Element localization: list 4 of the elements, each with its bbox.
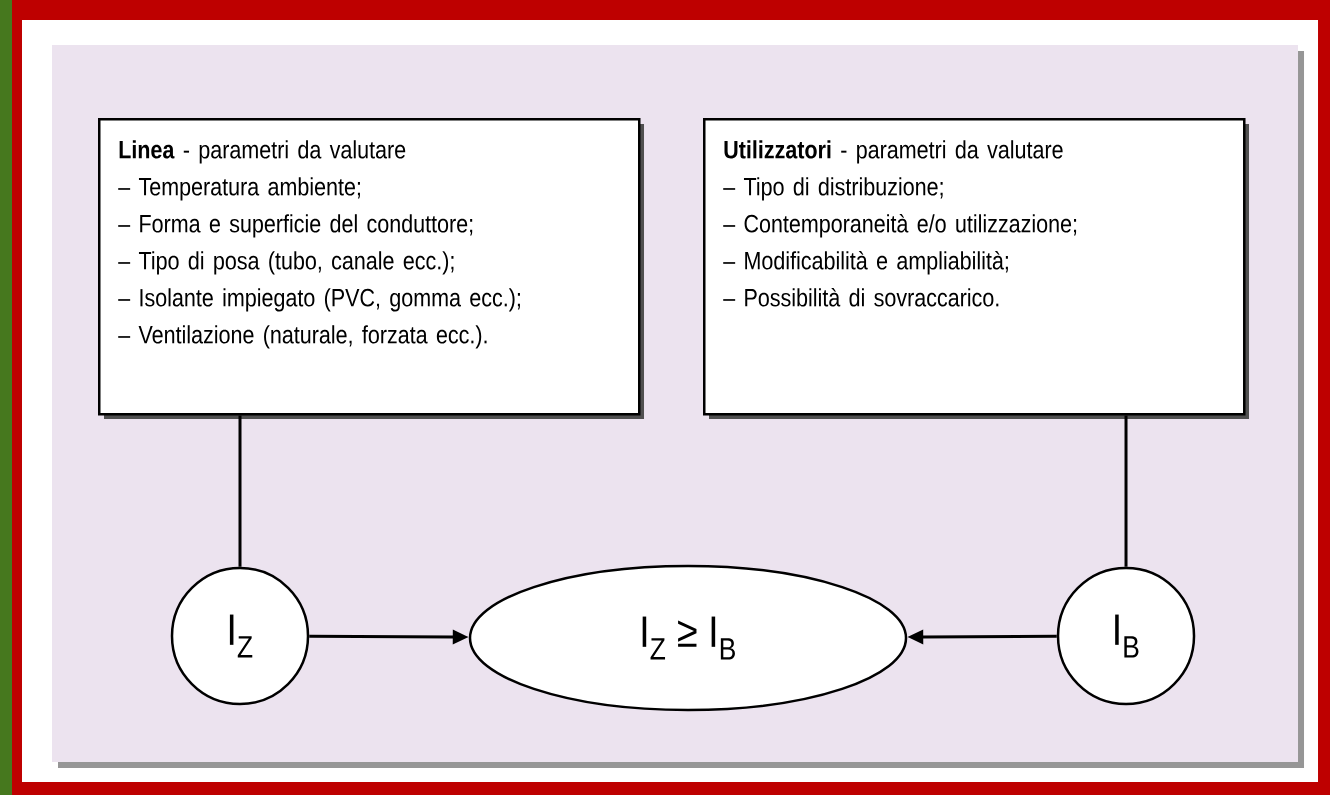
text-box: Utilizzatori - parametri da valutare – Tipo di distribuzione; – Contemporaneità e/o utilizzazione; – Modificabilità e ampliabilità; – Possibilità di sovraccarico. — [703, 118, 1249, 419]
connector-line — [1124, 415, 1128, 567]
connector-line — [238, 415, 242, 567]
text-box: Linea - parametri da valutare – Temperatura ambiente; – Forma e superficie del conduttore; – Tipo di posa (tubo, canale ecc.); – Isolante impiegato (PVC, gomma ecc.); – Ventilazione (naturale, forzata ecc.). — [98, 118, 644, 419]
